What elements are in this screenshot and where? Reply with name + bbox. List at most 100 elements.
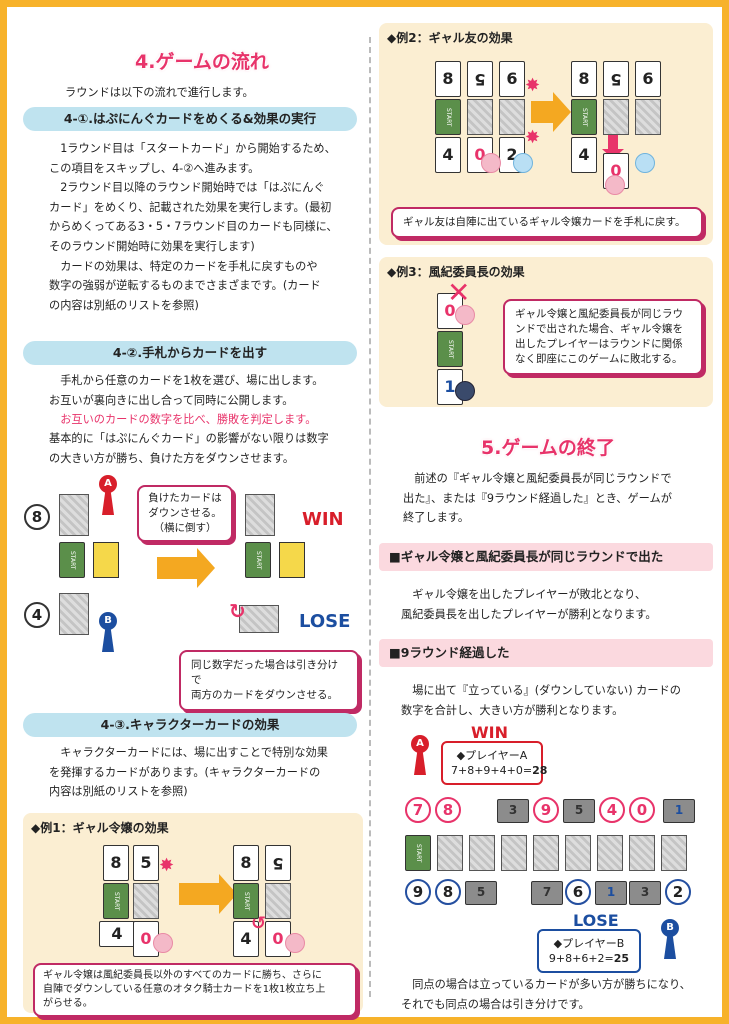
player-b-number: 4 [24, 602, 50, 628]
ex2-card: 4 [435, 137, 461, 173]
row-b-down-card: 5 [465, 881, 497, 905]
gal-friend-character-icon [635, 153, 655, 173]
chairman-character-icon [455, 381, 475, 401]
case2-text: 場に出て『立っている』(ダウンしていない) カードの 数字を合計し、大きい方が勝… [401, 684, 681, 717]
ex1-card: 4 [99, 921, 135, 947]
start-card-after: START [245, 542, 271, 578]
example1-title: ◆例1：ギャル令嬢の効果 [31, 821, 169, 835]
start-card: START [59, 542, 85, 578]
row-photo [629, 835, 655, 871]
ex2-card: 4 [571, 137, 597, 173]
ex1-card: 8 [233, 845, 259, 881]
row-photo [501, 835, 527, 871]
row-photo [469, 835, 495, 871]
row-start: START [405, 835, 431, 871]
ex2-start: START [435, 99, 461, 135]
example3-note: ギャル令嬢と風紀委員長が同じラウ ンドで出された場合、ギャル令嬢を 出したプレイ… [503, 299, 703, 375]
win-label: WIN [302, 509, 344, 530]
row-photo [661, 835, 687, 871]
row-b-number: 2 [665, 879, 691, 905]
ex1-card: 4 [233, 921, 259, 957]
score-a-formula: 7+8+9+4+0=28 [451, 764, 548, 777]
ex1-card: 5 [265, 845, 291, 881]
row-b-number: 9 [405, 879, 431, 905]
case2-heading: ■9ラウンド経過した [379, 639, 713, 667]
happening-card [93, 542, 119, 578]
column-divider [369, 37, 371, 997]
win-label: WIN [471, 723, 508, 742]
pawn-a: A [99, 475, 117, 515]
down-note: 負けたカードは ダウンさせる。 （横に倒す） [137, 485, 233, 542]
card-a-image [59, 494, 89, 536]
down-arrow-icon [602, 135, 624, 159]
case1-text: ギャル令嬢を出したプレイヤーが敗北となり、 風紀委員長を出したプレイヤーが勝利と… [401, 588, 657, 621]
gal-character-icon [605, 175, 625, 195]
card-a-after [245, 494, 275, 536]
ex1-photo [265, 883, 291, 919]
row-a-down-card: 5 [563, 799, 595, 823]
gal-friend-character-icon [513, 153, 533, 173]
ex2-photo [467, 99, 493, 135]
example2-note: ギャル友は自陣に出ているギャル令嬢カードを手札に戻す。 [391, 207, 703, 238]
row-b-down-card: 7 [531, 881, 563, 905]
pawn-b: B [661, 919, 679, 959]
case2-footer: 同点の場合は立っているカードが多い方が勝ちになり、 それでも同点の場合は引き分け… [401, 978, 691, 1011]
score-a: ◆プレイヤーA 7+8+9+4+0=28 [441, 741, 548, 785]
ex3-start: START [437, 331, 463, 367]
score-b-title: ◆プレイヤーB [553, 937, 625, 950]
row-a-number: 4 [599, 797, 625, 823]
lose-label: LOSE [299, 611, 351, 632]
row-a-number: 7 [405, 797, 431, 823]
step2-text1: 手札から任意のカードを1枚を選び、場に出します。 お互いが裏向きに出し合って同時… [49, 374, 324, 407]
row-b-number: 6 [565, 879, 591, 905]
section5-intro: 前述の『ギャル令嬢と風紀委員長が同じラウンドで 出た』、または『9ラウンド経過し… [403, 472, 672, 525]
step2-text-red: お互いのカードの数字を比べ、勝敗を判定します。 [49, 413, 317, 426]
example3-title: ◆例3：風紀委員長の効果 [387, 265, 525, 279]
ex2-card: 5 [603, 61, 629, 97]
step1-text: 1ラウンド目は「スタートカード」から開始するため、 この項目をスキップし、4-②… [49, 142, 338, 312]
ex1-photo [133, 883, 159, 919]
ex2-card: 5 [467, 61, 493, 97]
row-a-number: 0 [629, 797, 655, 823]
ex1-card: 5 [133, 845, 159, 881]
pawn-b: B [99, 612, 117, 652]
row-b-down-card: 3 [629, 881, 661, 905]
score-b-formula: 9+8+6+2=25 [548, 952, 630, 965]
row-a-number: 8 [435, 797, 461, 823]
case1-heading: ■ギャル令嬢と風紀委員長が同じラウンドで出た [379, 543, 713, 571]
row-a-number: 9 [533, 797, 559, 823]
gal-character-icon [153, 933, 173, 953]
ex2-photo [603, 99, 629, 135]
gal-character-icon [285, 933, 305, 953]
ex2-card: 8 [571, 61, 597, 97]
rotate-arrow-icon: ↻ [229, 599, 246, 623]
ex2-photo [499, 99, 525, 135]
ex2-card: 8 [435, 61, 461, 97]
row-a-down-card: 1 [663, 799, 695, 823]
cross-icon: ✕ [447, 276, 471, 309]
player-a-number: 8 [24, 504, 50, 530]
section5-title: 5.ゲームの終了 [481, 437, 615, 459]
row-a-down-card: 3 [497, 799, 529, 823]
progress-arrow [531, 92, 571, 132]
section4-intro: ラウンドは以下の流れで進行します。 [65, 86, 254, 99]
gal-character-icon [481, 153, 501, 173]
ex2-photo [635, 99, 661, 135]
ex1-start: START [103, 883, 129, 919]
row-photo [533, 835, 559, 871]
ex2-start: START [571, 99, 597, 135]
example2-title: ◆例2：ギャル友の効果 [387, 31, 513, 45]
happening-card-after [279, 542, 305, 578]
section4-title: 4.ゲームの流れ [135, 51, 269, 73]
draw-note: 同じ数字だった場合は引き分けで 両方のカードをダウンさせる。 [179, 650, 359, 711]
score-a-title: ◆プレイヤーA [456, 749, 528, 762]
step1-heading: 4-①.はぷにんぐカードをめくる&効果の実行 [23, 107, 357, 131]
ex2-card: 6 [635, 61, 661, 97]
row-b-down-card: 1 [595, 881, 627, 905]
step2-heading: 4-②.手札からカードを出す [23, 341, 357, 365]
row-photo [597, 835, 623, 871]
progress-arrow [157, 548, 215, 588]
card-b-down [239, 605, 279, 633]
row-photo [437, 835, 463, 871]
step3-heading: 4-③.キャラクターカードの効果 [23, 713, 357, 737]
